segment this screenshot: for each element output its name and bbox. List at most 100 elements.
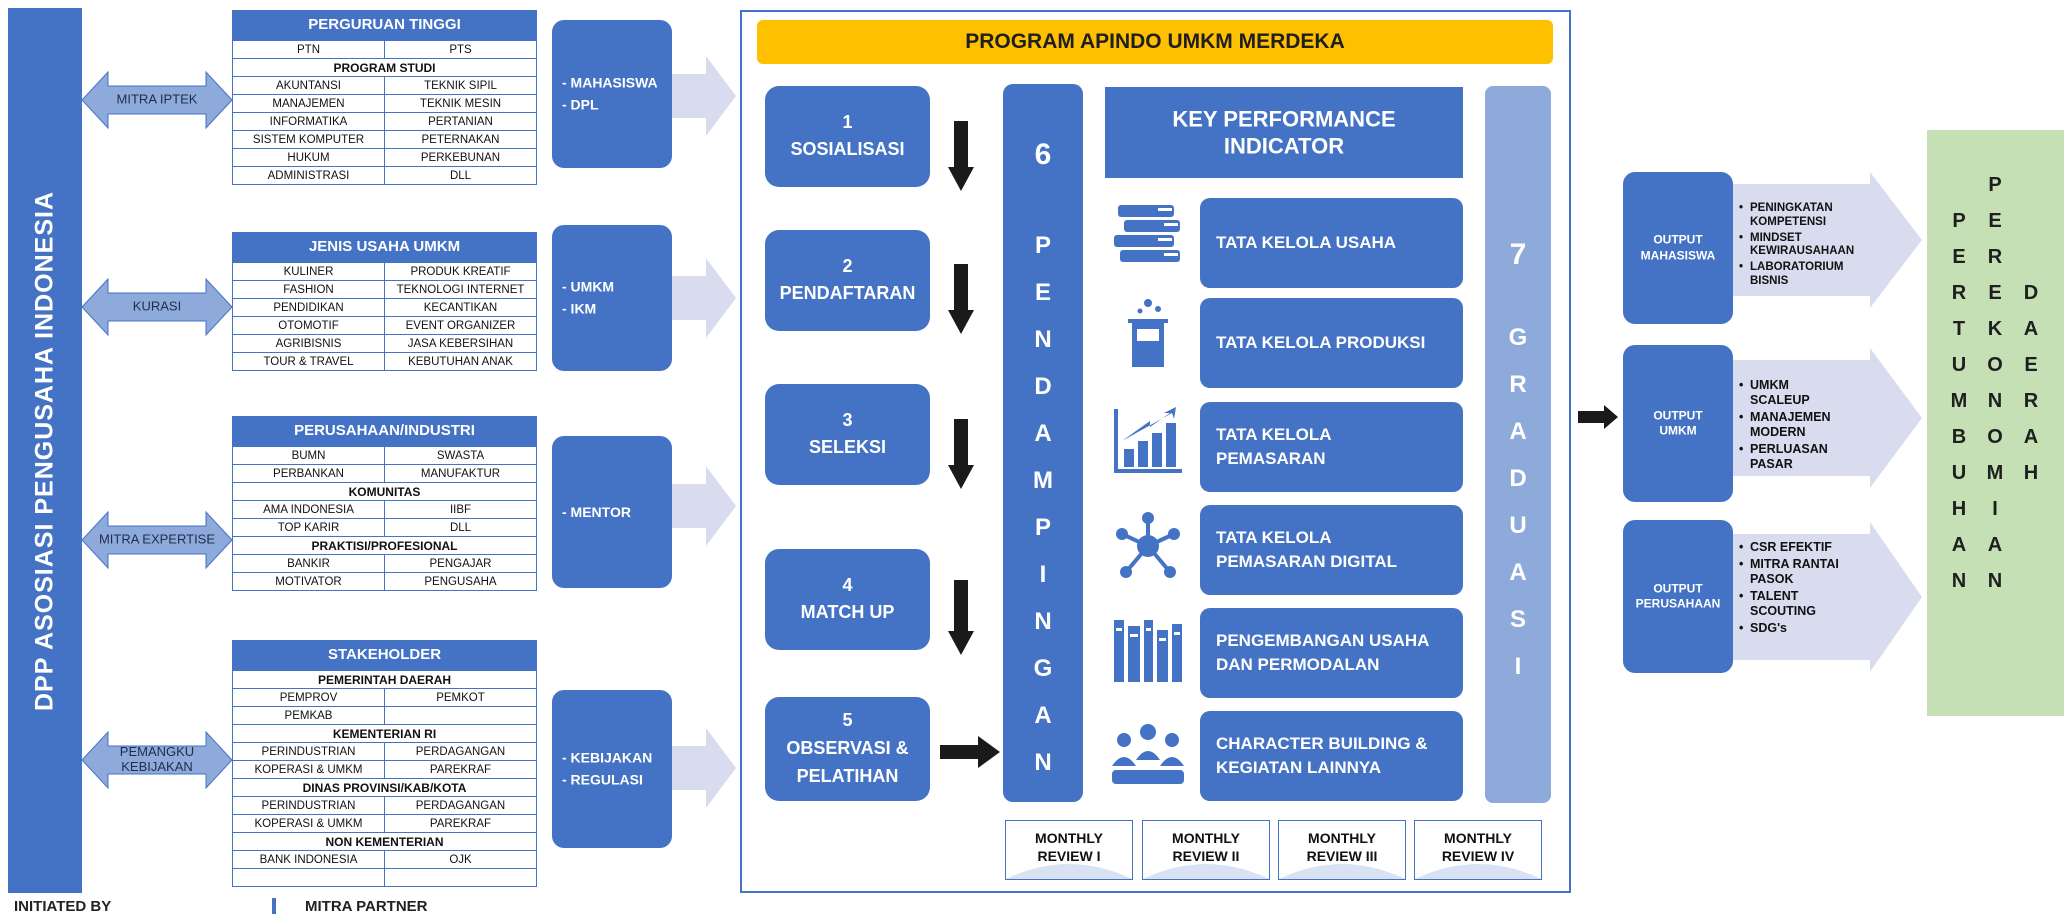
output-umkm-bullets: UMKM SCALEUP MANAJEMEN MODERN PERLUASAN … <box>1736 378 1846 474</box>
table-cell: ADMINISTRASI <box>232 166 385 185</box>
table-cell: PETERNAKAN <box>384 130 537 149</box>
column-letter: A <box>1509 418 1527 445</box>
final-letter: R <box>1951 282 1967 304</box>
kpi-tata-kelola-usaha: TATA KELOLA USAHA <box>1200 198 1463 288</box>
list-item: MANAJEMEN MODERN <box>1739 410 1846 440</box>
column-letter: D <box>1509 465 1527 492</box>
down-arrow <box>948 264 974 334</box>
table-cell: PEMKAB <box>232 706 385 725</box>
final-letter: N <box>1987 390 2003 412</box>
flow-arrow-right <box>672 466 736 546</box>
table-cell: PEMPROV <box>232 688 385 707</box>
final-letter: K <box>1987 318 2003 340</box>
table-cell: KECANTIKAN <box>384 298 537 317</box>
final-letter: O <box>1987 426 2003 448</box>
table-row: DINAS PROVINSI/KAB/KOTA <box>232 778 537 797</box>
final-letter: P <box>1988 174 2002 196</box>
final-letter: H <box>1951 498 1967 520</box>
table-cell: KULINER <box>232 262 385 281</box>
table-cell: AKUNTANSI <box>232 76 385 95</box>
list-item: CSR EFEKTIF <box>1739 540 1846 555</box>
table-row: KOMUNITAS <box>232 482 537 501</box>
table-cell: IIBF <box>384 500 537 519</box>
table-subheader: NON KEMENTERIAN <box>232 832 537 851</box>
table-cell: SWASTA <box>384 446 537 465</box>
column-letter: G <box>1033 655 1053 682</box>
list-item: UMKM SCALEUP <box>1739 378 1846 408</box>
table-subheader: DINAS PROVINSI/KAB/KOTA <box>232 778 537 797</box>
table-cell: DLL <box>384 166 537 185</box>
target-mahasiswa-box: - MAHASISWA- DPL <box>552 20 672 168</box>
table-cell: PERINDUSTRIAN <box>232 796 385 815</box>
table-cell: PERDAGANGAN <box>384 796 537 815</box>
table-cell: BANKIR <box>232 554 385 573</box>
final-letter: I <box>1992 498 1998 520</box>
final-letter: B <box>1951 426 1967 448</box>
column-letter: R <box>1509 371 1527 398</box>
output-mahasiswa-bullets: PENINGKATAN KOMPETENSI MINDSET KEWIRAUSA… <box>1736 202 1856 291</box>
table-row: PROGRAM STUDI <box>232 58 537 77</box>
table-cell: PERDAGANGAN <box>384 742 537 761</box>
table-cell: BANK INDONESIA <box>232 850 385 869</box>
table-cell: AMA INDONESIA <box>232 500 385 519</box>
dpp-apindo-bar: DPP ASOSIASI PENGUSAHA INDONESIA <box>8 8 82 893</box>
table-cell <box>384 706 537 725</box>
right-arrow <box>940 736 1000 768</box>
table-cell: AGRIBISNIS <box>232 334 385 353</box>
final-letter: N <box>1987 570 2003 592</box>
table-cell: PERINDUSTRIAN <box>232 742 385 761</box>
right-arrow <box>1578 405 1618 429</box>
table-cell: OTOMOTIF <box>232 316 385 335</box>
table-cell: TOUR & TRAVEL <box>232 352 385 371</box>
column-number: 7 <box>1509 238 1527 271</box>
table-cell: PERTANIAN <box>384 112 537 131</box>
column-letter: G <box>1508 324 1528 351</box>
list-item: SDG's <box>1739 621 1846 636</box>
table-title: STAKEHOLDER <box>232 640 537 670</box>
final-letter: R <box>2023 390 2039 412</box>
final-letter: A <box>1951 534 1967 556</box>
table-subheader: PEMERINTAH DAERAH <box>232 670 537 689</box>
column-letter: N <box>1034 326 1052 353</box>
final-letter: E <box>1988 282 2002 304</box>
final-letter: U <box>1951 354 1967 376</box>
table-cell: BUMN <box>232 446 385 465</box>
down-arrow <box>948 580 974 655</box>
column-letter: A <box>1034 420 1052 447</box>
table-cell: PAREKRAF <box>384 760 537 779</box>
target-kebijakan-box: - KEBIJAKAN- REGULASI <box>552 690 672 848</box>
table-cell: KOPERASI & UMKM <box>232 814 385 833</box>
column-letter: A <box>1034 702 1052 729</box>
table-subheader: KOMUNITAS <box>232 482 537 501</box>
books-icon <box>1114 205 1180 262</box>
network-icon <box>1116 512 1180 578</box>
dpp-title: DPP ASOSIASI PENGUSAHA INDONESIA <box>30 190 59 711</box>
final-letter: T <box>1952 318 1966 340</box>
final-letter: E <box>1988 210 2002 232</box>
table-title: PERUSAHAAN/INDUSTRI <box>232 416 537 446</box>
